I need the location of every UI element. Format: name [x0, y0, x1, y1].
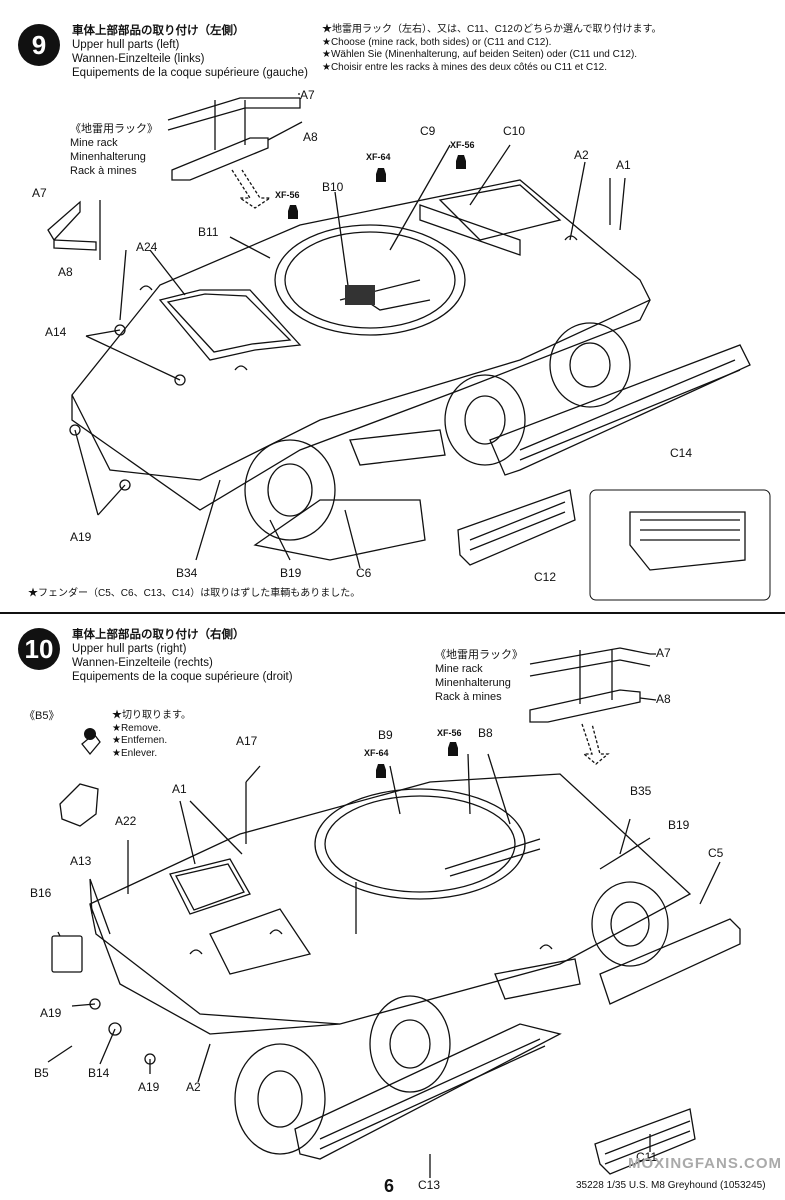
- step-number-badge: 10: [18, 628, 60, 670]
- part-label: A7: [32, 186, 47, 200]
- mine-rack-de: Minenhalterung: [70, 151, 146, 163]
- part-label: C11: [636, 1150, 658, 1164]
- mine-rack-jp: 《地雷用ラック》: [70, 123, 158, 135]
- part-label: A2: [186, 1080, 201, 1094]
- watermark: MOXINGFANS.COM: [628, 1155, 783, 1172]
- part-label: C5: [708, 846, 724, 860]
- step-title-jp: 車体上部部品の取り付け（右側）: [72, 629, 245, 641]
- step-9-section: 9 車体上部部品の取り付け（左側） Upper hull parts (left…: [18, 24, 771, 601]
- step-10-section: 10 車体上部部品の取り付け（右側） Upper hull parts (rig…: [0, 614, 785, 1200]
- part-label: B14: [88, 1066, 110, 1080]
- b5-notes: ★切り取ります。 ★Remove. ★Entfernen. ★Enlever.: [112, 710, 191, 760]
- part-label: B19: [668, 818, 690, 832]
- paint-bottle-icon: [456, 155, 466, 169]
- step-title-fr: Equipements de la coque supérieure (gauc…: [72, 67, 308, 79]
- shovel-part-icon: [345, 285, 375, 305]
- part-label: A1: [616, 158, 631, 172]
- step-title-de: Wannen-Einzelteile (links): [72, 53, 205, 65]
- part-label: B35: [630, 784, 652, 798]
- part-label: B11: [198, 225, 219, 239]
- cut-mark-icon: [84, 728, 96, 740]
- part-label: B8: [478, 726, 493, 740]
- b5-note-fr: ★Enlever.: [112, 747, 158, 759]
- part-label: A7: [656, 646, 671, 660]
- step-title-de: Wannen-Einzelteile (rechts): [72, 657, 213, 669]
- part-label: A17: [236, 734, 258, 748]
- part-label: C13: [418, 1178, 441, 1192]
- paint-bottle-icon: [376, 168, 386, 182]
- part-label: C6: [356, 566, 372, 580]
- step-9-hull-drawing: [47, 93, 771, 601]
- paint-bottle-icon: [448, 742, 458, 756]
- part-label: C12: [534, 570, 557, 584]
- b5-note-jp: ★切り取ります。: [112, 710, 191, 721]
- fender-caption: ★フェンダー（C5、C6、C13、C14）は取りはずした車輌もありました。: [28, 588, 361, 599]
- part-label: A22: [115, 814, 137, 828]
- part-label: B9: [378, 728, 393, 742]
- mine-rack-caption: 《地雷用ラック》 Mine rack Minenhalterung Rack à…: [435, 648, 523, 704]
- step-number-badge: 9: [18, 24, 60, 66]
- step-heading: 車体上部部品の取り付け（右側） Upper hull parts (right)…: [72, 628, 293, 684]
- page-number: 6: [384, 1176, 395, 1196]
- b5-note-en: ★Remove.: [112, 722, 161, 734]
- note-line: ★Wählen Sie (Minenhalterung, auf beiden …: [322, 49, 638, 60]
- step-title-en: Upper hull parts (right): [72, 643, 187, 655]
- part-label: B10: [322, 180, 344, 194]
- kit-code: 35228 1/35 U.S. M8 Greyhound (1053245): [576, 1180, 766, 1191]
- part-label: A8: [58, 265, 73, 279]
- paint-bottle-icon: [288, 205, 298, 219]
- part-label: C14: [670, 446, 693, 460]
- paint-code: XF-64: [366, 152, 391, 162]
- section-divider: [0, 612, 785, 614]
- part-label: A19: [138, 1080, 160, 1094]
- mine-rack-en: Mine rack: [435, 663, 483, 675]
- note-line: ★地雷用ラック（左右）、又は、C11、C12のどちらか選んで取り付けます。: [322, 24, 662, 35]
- paint-code: XF-56: [450, 140, 475, 150]
- mine-rack-fr: Rack à mines: [70, 165, 137, 177]
- part-label: A1: [172, 782, 187, 796]
- paint-code: XF-56: [275, 190, 300, 200]
- note-line: ★Choisir entre les racks à mines des deu…: [322, 61, 608, 73]
- step-10-hull-drawing: [47, 647, 741, 1178]
- mine-rack-de: Minenhalterung: [435, 677, 511, 689]
- assembly-notes: ★地雷用ラック（左右）、又は、C11、C12のどちらか選んで取り付けます。 ★C…: [322, 24, 661, 74]
- part-label: A8: [656, 692, 671, 706]
- mine-rack-jp: 《地雷用ラック》: [435, 649, 523, 661]
- part-label: A24: [136, 240, 158, 254]
- part-label: A13: [70, 854, 92, 868]
- part-label: A2: [574, 148, 589, 162]
- paint-code: XF-64: [364, 748, 389, 758]
- part-label: A14: [45, 325, 67, 339]
- b5-note-de: ★Entfernen.: [112, 735, 168, 746]
- paint-code: XF-56: [437, 728, 462, 738]
- part-label: B5: [34, 1066, 49, 1080]
- part-label: A8: [303, 130, 318, 144]
- part-label: B19: [280, 566, 302, 580]
- part-label: A19: [70, 530, 92, 544]
- step-title-jp: 車体上部部品の取り付け（左側）: [72, 25, 245, 37]
- b5-title: 《B5》: [24, 710, 60, 722]
- step-title-fr: Equipements de la coque supérieure (droi…: [72, 671, 293, 683]
- part-label: B34: [176, 566, 198, 580]
- part-label: B16: [30, 886, 52, 900]
- part-label: A7: [300, 88, 315, 102]
- step-heading: 車体上部部品の取り付け（左側） Upper hull parts (left) …: [72, 24, 308, 80]
- step-title-en: Upper hull parts (left): [72, 39, 180, 51]
- part-label: C10: [503, 124, 526, 138]
- paint-bottle-icon: [376, 764, 386, 778]
- part-label: C9: [420, 124, 436, 138]
- mine-rack-fr: Rack à mines: [435, 691, 502, 703]
- mine-rack-en: Mine rack: [70, 137, 118, 149]
- note-line: ★Choose (mine rack, both sides) or (C11 …: [322, 36, 552, 48]
- part-label: A19: [40, 1006, 62, 1020]
- mine-rack-caption: 《地雷用ラック》 Mine rack Minenhalterung Rack à…: [70, 122, 158, 178]
